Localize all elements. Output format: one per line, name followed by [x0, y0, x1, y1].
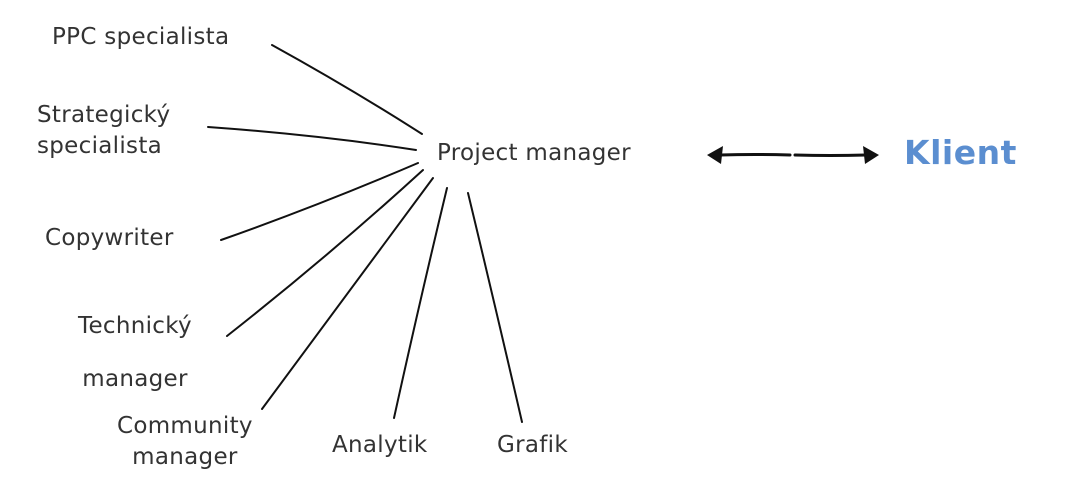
connector-technicky-manager — [226, 169, 424, 337]
arrow-head-left-icon — [707, 146, 723, 164]
arrow-line-right — [793, 153, 868, 157]
role-label-line: Strategický — [37, 102, 171, 128]
role-node-analytik: Analytik — [332, 434, 428, 457]
center-node-project-manager: Project manager — [437, 142, 631, 165]
connector-copywriter — [220, 162, 419, 241]
role-label-line: Community — [117, 413, 253, 439]
client-arrow — [707, 146, 879, 164]
role-label-line: manager — [82, 365, 188, 392]
connector-analytik — [393, 187, 448, 419]
connector-grafik — [467, 192, 523, 423]
connector-strategicky-specialista — [207, 126, 417, 151]
role-label-line: PPC specialista — [52, 24, 230, 50]
role-label-line: Analytik — [332, 432, 428, 458]
role-label-line: Technický — [78, 313, 192, 339]
center-node-label: Project manager — [437, 140, 631, 166]
role-node-community-manager: Community manager — [117, 411, 253, 472]
role-node-technicky-manager: Technický manager — [78, 300, 192, 406]
role-node-strategicky-specialista: Strategický specialista — [37, 100, 170, 161]
role-label-line: specialista — [37, 132, 163, 159]
role-node-grafik: Grafik — [497, 434, 568, 457]
client-node: Klient — [904, 136, 1017, 169]
connector-ppc-specialista — [271, 44, 423, 135]
client-node-label: Klient — [904, 133, 1017, 172]
connector-community-manager — [261, 177, 434, 410]
role-node-ppc-specialista: PPC specialista — [52, 26, 229, 49]
role-node-copywriter: Copywriter — [45, 227, 174, 250]
role-label-line: manager — [132, 443, 238, 470]
arrow-line-left — [718, 153, 792, 157]
role-label-line: Copywriter — [45, 225, 174, 251]
connector-lines — [207, 44, 523, 423]
role-label-line: Grafik — [497, 432, 568, 458]
arrow-head-right-icon — [863, 146, 879, 164]
